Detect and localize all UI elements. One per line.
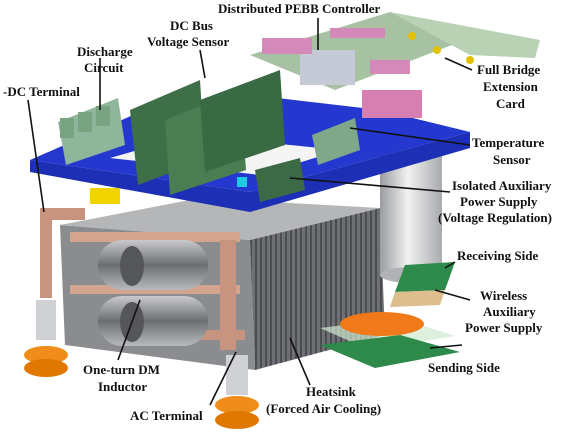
label-dm-inductor-2: Inductor xyxy=(98,379,147,394)
label-discharge-1: Discharge xyxy=(77,44,133,59)
label-temp-sensor-2: Sensor xyxy=(493,152,531,167)
isolated-aux-board xyxy=(255,158,305,202)
controller-board xyxy=(250,12,540,118)
leader-lines xyxy=(27,18,473,406)
label-wireless-aux-3: Power Supply xyxy=(465,320,543,335)
discharge-board xyxy=(58,98,125,165)
label-heatsink-1: Heatsink xyxy=(306,384,357,399)
label-dc-terminal: -DC Terminal xyxy=(3,84,80,99)
label-dc-bus-sensor-1: DC Bus xyxy=(170,18,213,33)
label-sending-side: Sending Side xyxy=(428,360,500,375)
label-discharge-2: Circuit xyxy=(84,60,124,75)
wireless-aux-supply xyxy=(320,262,460,368)
label-full-bridge-3: Card xyxy=(496,96,526,111)
label-ac-terminal: AC Terminal xyxy=(130,408,203,423)
label-isolated-aux-2: Power Supply xyxy=(460,194,538,209)
label-temp-sensor-1: Temperature xyxy=(472,135,544,150)
label-isolated-aux-1: Isolated Auxiliary xyxy=(452,178,552,193)
label-dm-inductor-1: One-turn DM xyxy=(83,362,160,377)
cyan-component xyxy=(237,177,247,187)
dm-inductor xyxy=(98,240,208,346)
dc-bus-sensor-board xyxy=(130,70,285,195)
label-isolated-aux-3: (Voltage Regulation) xyxy=(438,210,552,225)
yellow-connector xyxy=(90,188,120,204)
dc-terminal-post xyxy=(24,208,85,377)
label-full-bridge-2: Extension xyxy=(483,79,539,94)
label-distributed-controller: Distributed PEBB Controller xyxy=(218,1,380,16)
label-heatsink-2: (Forced Air Cooling) xyxy=(266,401,381,416)
label-wireless-aux-2: Auxiliary xyxy=(483,304,536,319)
label-wireless-aux-1: Wireless xyxy=(480,288,527,303)
label-full-bridge-1: Full Bridge xyxy=(477,62,540,77)
ac-terminal-post xyxy=(215,355,259,429)
temp-sensor-board xyxy=(312,118,360,165)
label-dc-bus-sensor-2: Voltage Sensor xyxy=(147,34,229,49)
label-receiving-side: Receiving Side xyxy=(457,248,538,263)
